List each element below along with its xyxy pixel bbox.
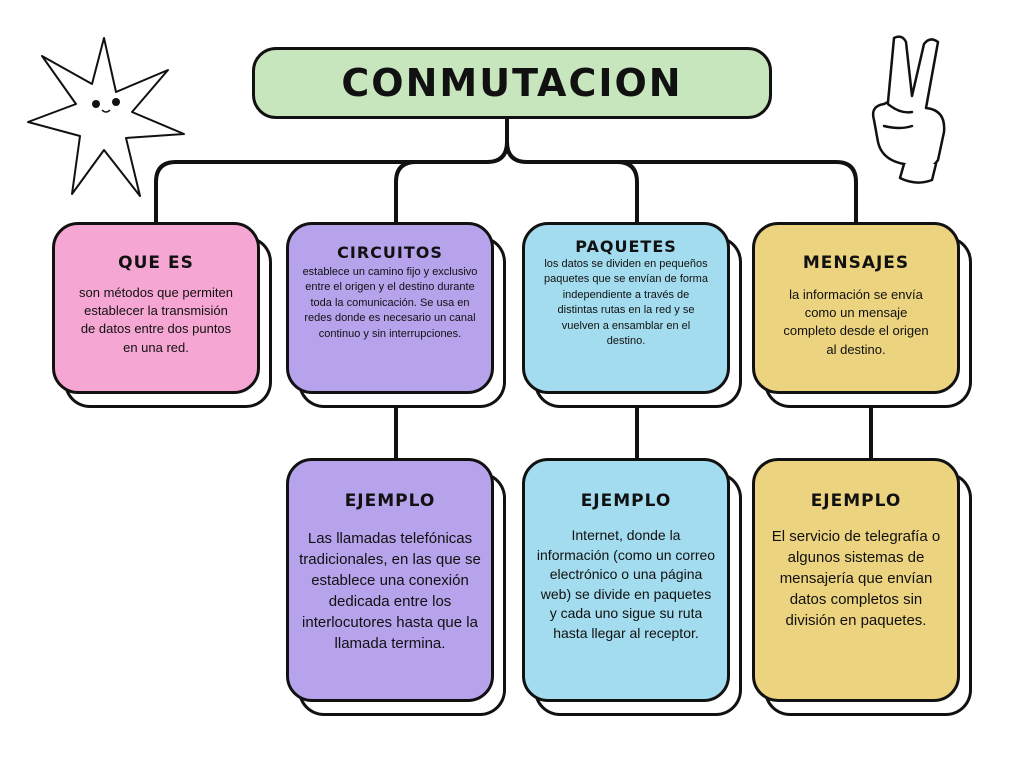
card-mensajes-example-text: El servicio de telegrafía o algunos sist… xyxy=(771,528,941,629)
card-circuitos: CIRCUITOS establece un camino fijo y exc… xyxy=(286,222,494,394)
card-paquetes-text: los datos se dividen en pequeños paquete… xyxy=(544,258,708,347)
card-circuitos-text: establece un camino fijo y exclusivo ent… xyxy=(302,266,478,340)
card-circuitos-example-text: Las llamadas telefónicas tradicionales, … xyxy=(299,530,481,652)
diagram-title: CONMUTACION xyxy=(341,61,683,105)
card-mensajes-text: la información se envía como un mensaje … xyxy=(783,287,929,357)
card-mensajes-example-heading: EJEMPLO xyxy=(810,491,902,511)
card-que-es-text: son métodos que permiten establecer la t… xyxy=(79,285,233,355)
card-que-es: QUE ES son métodos que permiten establec… xyxy=(52,222,260,394)
card-circuitos-heading: CIRCUITOS xyxy=(337,243,443,262)
card-paquetes-example-text: Internet, donde la información (como un … xyxy=(536,527,716,641)
card-paquetes-example: EJEMPLO Internet, donde la información (… xyxy=(522,458,730,702)
card-paquetes-example-heading: EJEMPLO xyxy=(580,491,672,511)
title-box: CONMUTACION xyxy=(252,47,772,119)
card-paquetes-heading: PAQUETES xyxy=(575,237,677,256)
card-mensajes-heading: MENSAJES xyxy=(802,253,910,273)
card-paquetes: PAQUETES los datos se dividen en pequeño… xyxy=(522,222,730,394)
card-mensajes-example: EJEMPLO El servicio de telegrafía o algu… xyxy=(752,458,960,702)
card-que-es-heading: QUE ES xyxy=(118,253,194,273)
card-mensajes: MENSAJES la información se envía como un… xyxy=(752,222,960,394)
card-circuitos-example-heading: EJEMPLO xyxy=(344,491,436,511)
card-circuitos-example: EJEMPLO Las llamadas telefónicas tradici… xyxy=(286,458,494,702)
